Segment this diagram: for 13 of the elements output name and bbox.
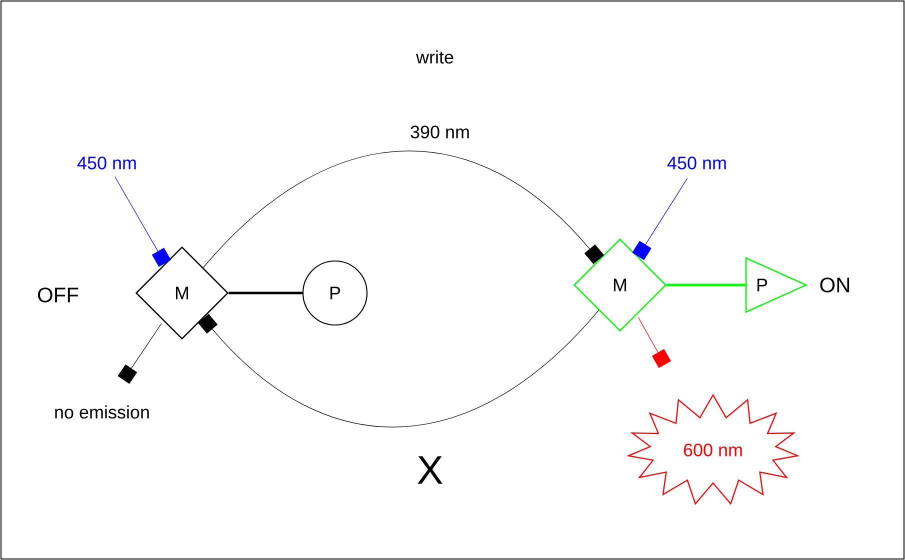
edge-label: 390 nm	[410, 126, 469, 138]
arrow	[632, 178, 688, 260]
connector-line	[666, 284, 746, 286]
state-label: OFF	[38, 288, 78, 302]
caption-text: no emission	[55, 405, 149, 419]
connector-line	[228, 292, 302, 294]
arrow	[114, 176, 171, 267]
state-label: ON	[820, 278, 850, 292]
arrow	[118, 323, 162, 384]
wavelength-text: 450 nm	[667, 156, 726, 170]
edge-label: X	[418, 456, 442, 484]
process-label: write	[416, 50, 454, 64]
wavelength-text: 450 nm	[77, 156, 136, 170]
